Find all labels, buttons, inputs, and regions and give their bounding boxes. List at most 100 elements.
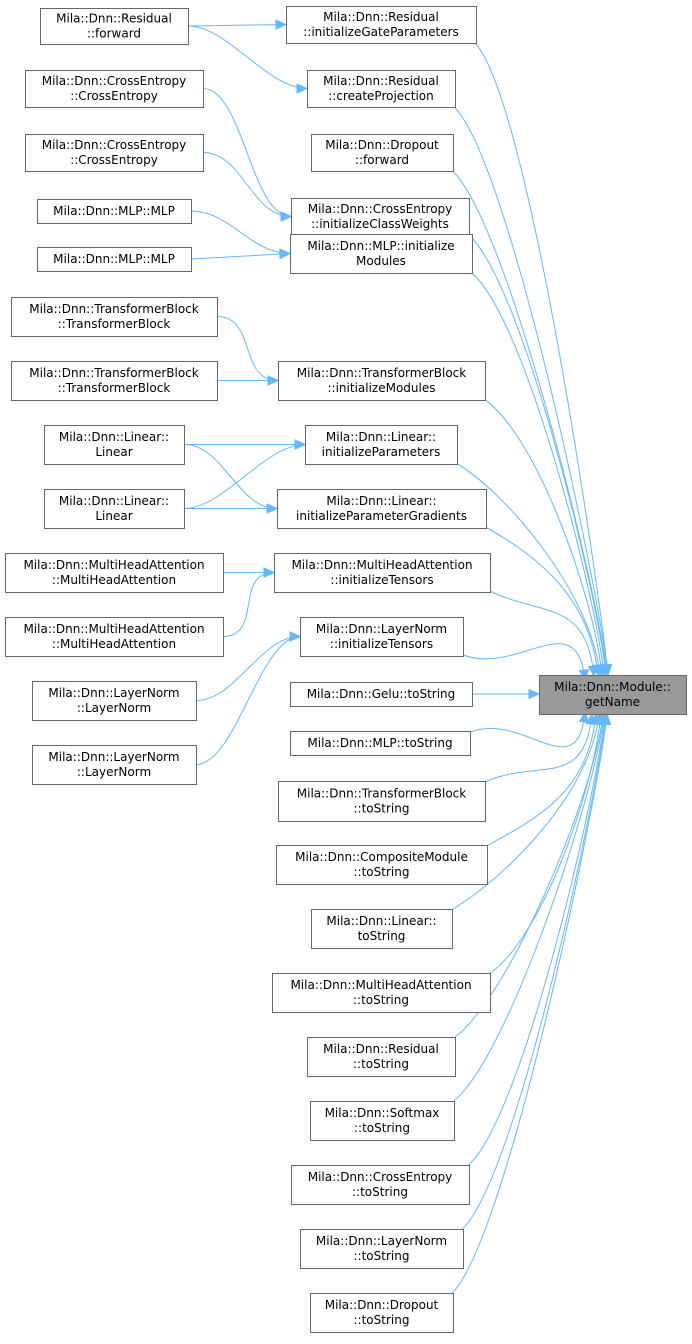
node-label-line: Mila::Dnn::MLP::MLP (53, 252, 175, 266)
caller-node-n-lin-ip[interactable]: Mila::Dnn::Linear::initializeParameters (305, 425, 458, 465)
caller-node-n-ln-ts[interactable]: Mila::Dnn::LayerNorm::toString (300, 1229, 464, 1269)
node-label-line: Mila::Dnn::Softmax (325, 1106, 440, 1120)
edge-n_lin_ctor1-to-n_lin_ipg (183, 444, 279, 514)
node-label-line: ::initializeTensors (330, 637, 433, 651)
node-label-line: Mila::Dnn::Residual (323, 1042, 439, 1056)
edge-line (480, 713, 597, 850)
caller-node-n-mlp-ctor2[interactable]: Mila::Dnn::MLP::MLP (37, 247, 192, 272)
node-label-line: Mila::Dnn::Dropout (325, 138, 439, 152)
node-box (310, 1101, 455, 1141)
arrowhead (266, 503, 279, 514)
edge-n_lin_ctor2-to-n_lin_ip (183, 439, 307, 509)
node-label-line: ::LayerNorm (77, 701, 151, 715)
caller-node-n-ln-ctor1[interactable]: Mila::Dnn::LayerNorm::LayerNorm (32, 681, 197, 721)
edge-n_res_fwd-to-n_res_igp (187, 19, 288, 30)
caller-node-n-sm-ts[interactable]: Mila::Dnn::Softmax::toString (310, 1101, 455, 1141)
edge-line (187, 25, 308, 89)
target-node-module-getname[interactable]: Mila::Dnn::Module::getName (539, 675, 687, 715)
caller-node-n-res-ts[interactable]: Mila::Dnn::Residual::toString (307, 1037, 456, 1077)
node-label-line: Mila::Dnn::Gelu::toString (307, 687, 456, 701)
edge-line (190, 210, 291, 254)
caller-node-n-cm-ts[interactable]: Mila::Dnn::CompositeModule::toString (276, 845, 488, 885)
caller-node-n-lin-ctor1[interactable]: Mila::Dnn::Linear::Linear (44, 425, 185, 465)
caller-node-n-lin-ipg[interactable]: Mila::Dnn::Linear::initializeParameterGr… (277, 489, 487, 529)
edge-line (462, 230, 607, 676)
caller-node-n-mlp-ts[interactable]: Mila::Dnn::MLP::toString (290, 731, 471, 756)
node-label-line: ::initializeTensors (330, 573, 433, 587)
caller-node-n-mlp-ctor1[interactable]: Mila::Dnn::MLP::MLP (37, 199, 192, 224)
node-label-line: Mila::Dnn::Linear:: (326, 430, 436, 444)
edge-n_tb_im-to-target (478, 395, 607, 677)
node-box (11, 361, 218, 401)
caller-node-n-ce-ctor2[interactable]: Mila::Dnn::CrossEntropy::CrossEntropy (25, 134, 204, 172)
edge-line (469, 38, 609, 676)
caller-node-n-res-igp[interactable]: Mila::Dnn::Residual::initializeGateParam… (286, 6, 477, 44)
caller-node-n-res-cp[interactable]: Mila::Dnn::Residual::createProjection (307, 70, 456, 108)
node-label-line: ::TransformerBlock (58, 317, 171, 331)
node-box (32, 745, 197, 785)
arrowhead (263, 567, 276, 578)
caller-node-n-tb-ctor1[interactable]: Mila::Dnn::TransformerBlock::Transformer… (11, 297, 218, 337)
caller-node-n-ln-it[interactable]: Mila::Dnn::LayerNorm::initializeTensors (300, 617, 464, 657)
node-label-line: ::createProjection (328, 89, 434, 103)
node-label-line: Mila::Dnn::CrossEntropy (42, 74, 187, 88)
caller-node-n-lin-ctor2[interactable]: Mila::Dnn::Linear::Linear (44, 489, 185, 529)
node-label-line: initializeParameterGradients (296, 509, 467, 523)
edge-line (478, 713, 593, 786)
node-label-line: Mila::Dnn::TransformerBlock (297, 366, 467, 380)
node-box (44, 489, 185, 529)
caller-node-n-lin-ts[interactable]: Mila::Dnn::Linear::toString (311, 909, 453, 949)
node-box (311, 909, 453, 949)
edge-n_drop_ts-to-target (446, 712, 612, 1298)
node-label-line: Mila::Dnn::MultiHeadAttention (291, 558, 472, 572)
caller-node-n-gelu-ts[interactable]: Mila::Dnn::Gelu::toString (290, 682, 473, 707)
node-box (5, 617, 224, 657)
node-box (276, 845, 488, 885)
node-label-line: Linear (95, 445, 132, 459)
node-label-line: Mila::Dnn::LayerNorm (316, 622, 447, 636)
edge-line (456, 713, 607, 1234)
caller-node-n-ln-ctor2[interactable]: Mila::Dnn::LayerNorm::LayerNorm (32, 745, 197, 785)
arrowhead (294, 439, 307, 450)
caller-node-n-ce-ts[interactable]: Mila::Dnn::CrossEntropy::toString (291, 1165, 470, 1205)
caller-node-n-tb-im[interactable]: Mila::Dnn::TransformerBlock::initializeM… (278, 361, 486, 401)
node-label-line: ::TransformerBlock (58, 381, 171, 395)
edge-n_tb_ctor1-to-n_tb_im (216, 316, 280, 386)
caller-node-n-tb-ctor2[interactable]: Mila::Dnn::TransformerBlock::Transformer… (11, 361, 218, 401)
node-box (290, 731, 471, 756)
caller-node-n-mha-ctor2[interactable]: Mila::Dnn::MultiHeadAttention::MultiHead… (5, 617, 224, 657)
caller-node-n-mha-it[interactable]: Mila::Dnn::MultiHeadAttention::initializ… (274, 553, 491, 593)
caller-node-n-ce-icw[interactable]: Mila::Dnn::CrossEntropy::initializeClass… (291, 198, 470, 236)
caller-node-n-drop-fwd[interactable]: Mila::Dnn::Dropout::forward (311, 134, 454, 172)
caller-node-n-mlp-im[interactable]: Mila::Dnn::MLP::initializeModules (290, 234, 473, 274)
caller-node-n-mha-ts[interactable]: Mila::Dnn::MultiHeadAttention::toString (272, 973, 491, 1013)
node-label-line: ::toString (354, 865, 410, 879)
node-label-line: ::MultiHeadAttention (52, 637, 176, 651)
edge-line (479, 523, 599, 676)
node-box (278, 361, 486, 401)
caller-node-n-drop-ts[interactable]: Mila::Dnn::Dropout::toString (310, 1293, 454, 1333)
caller-node-n-tb-ts[interactable]: Mila::Dnn::TransformerBlock::toString (278, 781, 486, 822)
arrowhead (279, 248, 292, 260)
node-box (305, 425, 458, 465)
edge-n_mlp_ts-to-target (463, 710, 590, 748)
node-label-line: Mila::Dnn::LayerNorm (48, 686, 179, 700)
edge-line (202, 88, 292, 217)
edge-line (462, 713, 606, 1170)
node-label-line: Mila::Dnn::CrossEntropy (308, 202, 453, 216)
node-label-line: ::toString (353, 1057, 409, 1071)
caller-node-n-ce-ctor1[interactable]: Mila::Dnn::CrossEntropy::CrossEntropy (25, 70, 204, 108)
nodes-layer: Mila::Dnn::Residual::forwardMila::Dnn::R… (5, 6, 687, 1333)
node-label-line: Mila::Dnn::Linear:: (59, 430, 169, 444)
node-label-line: ::CrossEntropy (70, 89, 158, 103)
node-label-line: toString (358, 929, 406, 943)
node-label-line: Mila::Dnn::Linear:: (326, 914, 436, 928)
caller-node-n-res-fwd[interactable]: Mila::Dnn::Residual::forward (40, 8, 189, 45)
node-box (300, 617, 464, 657)
node-label-line: Mila::Dnn::Linear:: (326, 494, 436, 508)
caller-node-n-mha-ctor1[interactable]: Mila::Dnn::MultiHeadAttention::MultiHead… (5, 553, 224, 593)
node-box (277, 489, 487, 529)
edge-line (456, 643, 586, 681)
